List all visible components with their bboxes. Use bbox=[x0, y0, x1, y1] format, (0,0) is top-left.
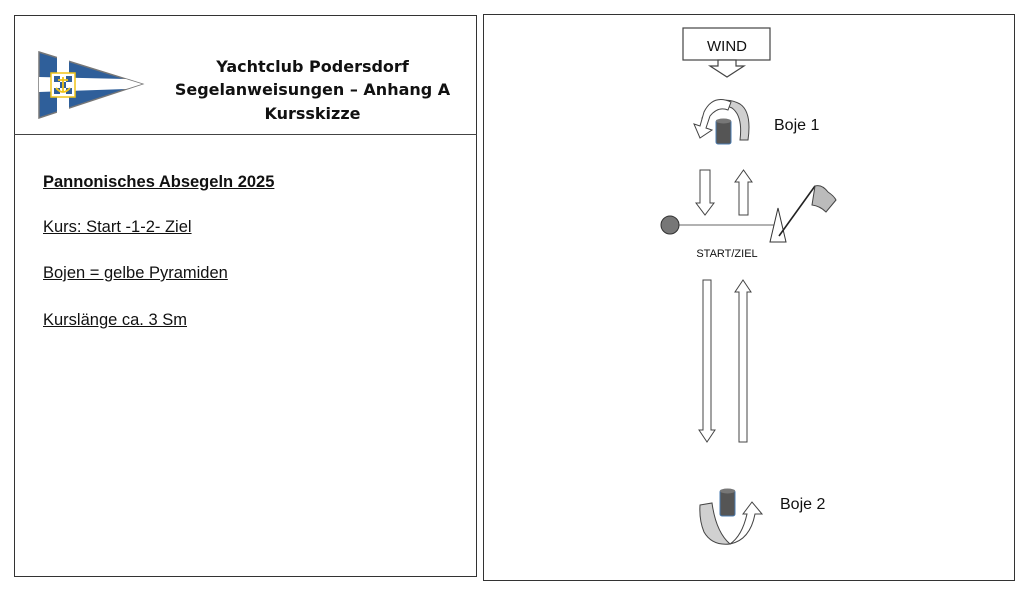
down-arrow-short bbox=[695, 169, 715, 216]
club-name: Yachtclub Podersdorf bbox=[216, 57, 409, 76]
document-subtitle: Segelanweisungen – Anhang A bbox=[174, 80, 451, 99]
course-diagram-panel bbox=[483, 14, 1015, 581]
start-finish-line: START/ZIEL bbox=[660, 185, 837, 260]
up-arrow-long bbox=[734, 279, 752, 443]
mark-1: Boje 1 bbox=[693, 99, 819, 145]
start-finish-label: START/ZIEL bbox=[696, 248, 757, 260]
page-title: Kursskizze bbox=[264, 104, 361, 123]
course-length: Kurslänge ca. 3 Sm bbox=[43, 311, 187, 329]
down-arrow-long bbox=[698, 279, 716, 443]
header-divider bbox=[14, 134, 477, 135]
mark-1-label: Boje 1 bbox=[774, 117, 819, 134]
info-panel bbox=[14, 15, 477, 577]
wind-label: WIND bbox=[707, 38, 747, 55]
wind-indicator: WIND bbox=[682, 27, 771, 78]
club-pennant-logo bbox=[38, 50, 145, 120]
marks-description: Bojen = gelbe Pyramiden bbox=[43, 264, 228, 282]
course-description: Kurs: Start -1-2- Ziel bbox=[43, 218, 192, 236]
event-name: Pannonisches Absegeln 2025 bbox=[43, 173, 275, 191]
mark-2: Boje 2 bbox=[699, 488, 825, 545]
up-arrow-short bbox=[734, 169, 753, 216]
mark-2-label: Boje 2 bbox=[780, 496, 825, 513]
